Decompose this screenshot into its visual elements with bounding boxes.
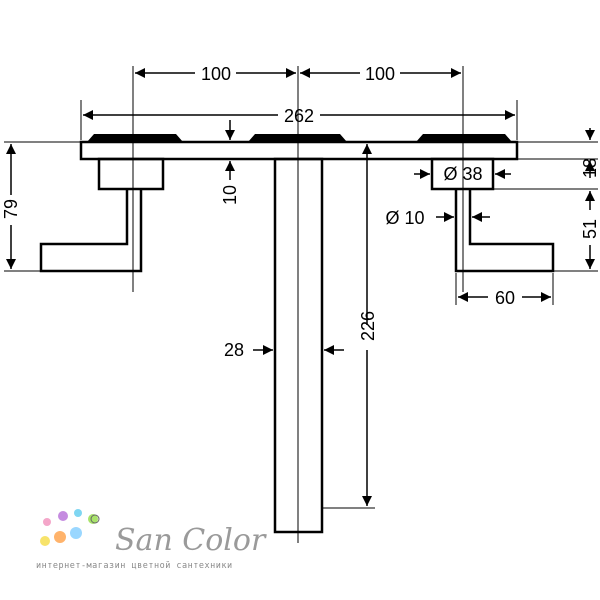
brand-tagline: интернет-магазин цветной сантехники [36,561,233,571]
brand-dot [74,509,82,517]
plate-top-right [416,134,512,142]
dim-rosette-diameter: Ø 38 [443,164,482,184]
dim-handle-drop: 51 [580,219,600,239]
brand-name: San Color [115,523,267,558]
plate-top-left [87,134,183,142]
brand-logo: San Color интернет-магазин цветной санте… [36,509,267,571]
brand-dot [58,511,68,521]
centerlines [132,66,464,543]
extension-lines [4,100,598,509]
dim-spout-projection: 226 [358,311,378,341]
brand-dot [90,514,100,524]
dimension-labels: 100 100 262 10 226 28 79 Ø 38 Ø 10 18 51… [1,64,600,360]
outline-geometry [39,134,555,534]
left-rosette [97,157,165,191]
brand-dot [43,518,51,526]
dim-rosette-depth: 18 [580,158,600,178]
brand-dot [40,536,50,546]
dim-stem-diameter: Ø 10 [385,208,424,228]
dim-handle-height: 79 [1,199,21,219]
left-handle [39,189,143,273]
dim-overall-width: 262 [284,106,314,126]
dim-spout-width: 28 [224,340,244,360]
wall-plate [79,140,519,161]
dim-handle-length: 60 [495,288,515,308]
dim-spacing-right: 100 [365,64,395,84]
brand-dot [70,527,82,539]
dimension-lines [5,68,595,506]
right-handle [454,189,555,273]
dim-spacing-left: 100 [201,64,231,84]
dim-plate-thickness: 10 [220,185,240,205]
brand-dot [88,514,98,524]
brand-dot [54,531,66,543]
brand-dots-icon [40,509,100,546]
